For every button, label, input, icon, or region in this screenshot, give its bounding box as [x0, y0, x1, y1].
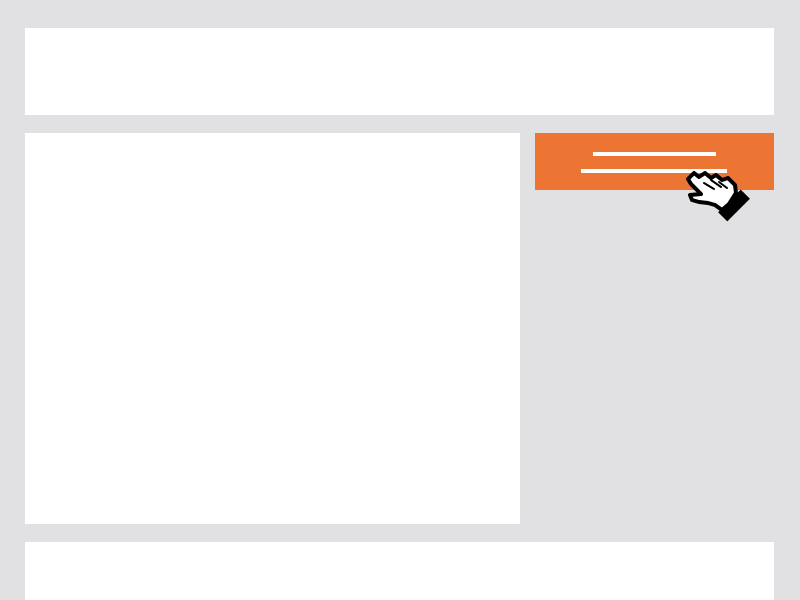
main-content-panel	[25, 133, 520, 524]
call-to-action-button[interactable]	[535, 133, 774, 190]
header-panel	[25, 28, 774, 115]
footer-panel	[25, 542, 774, 600]
button-text-line-placeholder	[593, 152, 716, 156]
sidebar	[535, 133, 774, 524]
button-text-line-placeholder	[581, 169, 727, 173]
